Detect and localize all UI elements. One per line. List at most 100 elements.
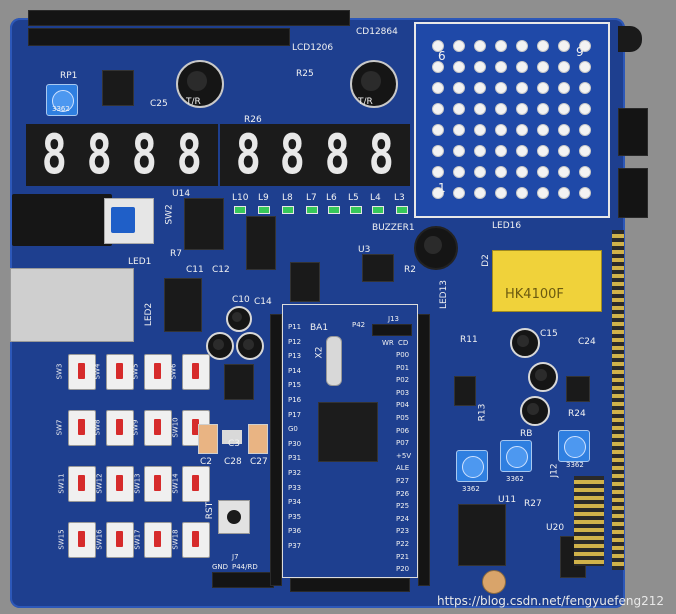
tr-label-left: T/R (186, 97, 201, 107)
pin-label-right: +5V (396, 451, 412, 460)
right-header-upper (618, 108, 648, 156)
led-label-l3: L3 (394, 193, 405, 203)
pin-label-right: P06 (396, 426, 410, 435)
switch-sw9[interactable] (144, 410, 172, 446)
bottom-right-header (574, 476, 604, 566)
switch-sw15[interactable] (68, 522, 96, 558)
watermark-text: https://blog.csdn.net/fengyuefeng212 (436, 594, 664, 608)
usb-connector (10, 268, 134, 342)
switch-sw11[interactable] (68, 466, 96, 502)
switch-label: SW9 (131, 419, 140, 436)
potentiometer-right-b[interactable] (500, 440, 532, 472)
power-switch[interactable] (104, 198, 154, 244)
led-label-l8: L8 (282, 193, 293, 203)
wr-label: WR (382, 339, 394, 347)
led-l10 (234, 206, 246, 214)
switch-label: SW14 (171, 473, 180, 494)
matrix-dot (474, 166, 486, 178)
matrix-dot (474, 40, 486, 52)
capacitor-c15 (510, 328, 540, 358)
digit-3: 8 (131, 123, 158, 186)
dot-grid (430, 38, 600, 208)
pin-label-right: P01 (396, 363, 410, 372)
buzzer-label: BUZZER1 (372, 223, 415, 233)
matrix-pin-9: 9 (576, 45, 584, 59)
matrix-dot (495, 40, 507, 52)
transducer-right (350, 60, 398, 108)
ic-u11 (458, 504, 506, 566)
pin-label-left: P11 (288, 323, 302, 331)
mcu-header-left (270, 314, 282, 586)
matrix-dot (537, 145, 549, 157)
p44rd-label: P44/RD (232, 563, 258, 571)
matrix-dot (453, 61, 465, 73)
crystal-c28 (222, 430, 242, 444)
led-label-l10: L10 (232, 193, 249, 203)
matrix-dot (558, 124, 570, 136)
led13-label: LED13 (439, 279, 450, 310)
matrix-dot (537, 82, 549, 94)
switch-sw5[interactable] (144, 354, 172, 390)
ic-top-left (102, 70, 134, 106)
switch-label: SW8 (93, 419, 102, 436)
switch-sw4[interactable] (106, 354, 134, 390)
mcu-chip (318, 402, 378, 462)
switch-sw3[interactable] (68, 354, 96, 390)
pin-label-right: P21 (396, 552, 410, 561)
matrix-dot (516, 166, 528, 178)
matrix-dot (516, 145, 528, 157)
right-header-lower (618, 168, 648, 218)
led-l9 (258, 206, 270, 214)
c11-label: C11 (186, 265, 204, 275)
ic-u14 (184, 198, 224, 250)
matrix-dot (474, 124, 486, 136)
pot-code-c: 3362 (566, 461, 584, 469)
led-label-l4: L4 (370, 193, 381, 203)
matrix-dot (537, 124, 549, 136)
matrix-dot (495, 82, 507, 94)
potentiometer-rp1[interactable] (46, 84, 78, 116)
switch-sw6[interactable] (182, 354, 210, 390)
switch-label: SW4 (93, 363, 102, 380)
led-l8 (282, 206, 294, 214)
matrix-dot (474, 145, 486, 157)
switch-sw14[interactable] (182, 466, 210, 502)
switch-sw18[interactable] (182, 522, 210, 558)
capacitor-left-b (236, 332, 264, 360)
matrix-dot (516, 82, 528, 94)
d2-label: D2 (480, 254, 491, 267)
matrix-dot (495, 145, 507, 157)
pin-label-right: P26 (396, 489, 410, 498)
photoresistor (482, 570, 506, 594)
r26-label: R26 (244, 115, 262, 125)
pin-label-left: P34 (288, 498, 302, 507)
sw2-label: SW2 (164, 204, 175, 225)
ic-u-top-mcu (290, 262, 320, 302)
switch-sw7[interactable] (68, 410, 96, 446)
switch-sw12[interactable] (106, 466, 134, 502)
pin-label-right: P03 (396, 388, 410, 397)
potentiometer-right-a[interactable] (456, 450, 488, 482)
potentiometer-right-c[interactable] (558, 430, 590, 462)
rp1-label: RP1 (60, 71, 78, 81)
pin-label-left: G0 (288, 425, 298, 434)
led-label-l5: L5 (348, 193, 359, 203)
switch-sw8[interactable] (106, 410, 134, 446)
matrix-dot (432, 61, 444, 73)
matrix-dot (474, 103, 486, 115)
capacitor-c10 (226, 306, 252, 332)
rp1-code: 3362 (52, 105, 70, 113)
matrix-dot (516, 124, 528, 136)
switch-label: SW16 (95, 529, 104, 550)
switch-sw13[interactable] (144, 466, 172, 502)
matrix-dot (579, 166, 591, 178)
reset-button[interactable] (218, 500, 250, 534)
matrix-dot (453, 124, 465, 136)
lcd12864-label: CD12864 (356, 27, 398, 37)
pin-label-left: P14 (288, 366, 302, 375)
pin-label-left: P35 (288, 512, 302, 521)
switch-sw17[interactable] (144, 522, 172, 558)
switch-sw16[interactable] (106, 522, 134, 558)
switch-label: SW7 (55, 419, 64, 436)
pin-label-right: P04 (396, 401, 410, 410)
